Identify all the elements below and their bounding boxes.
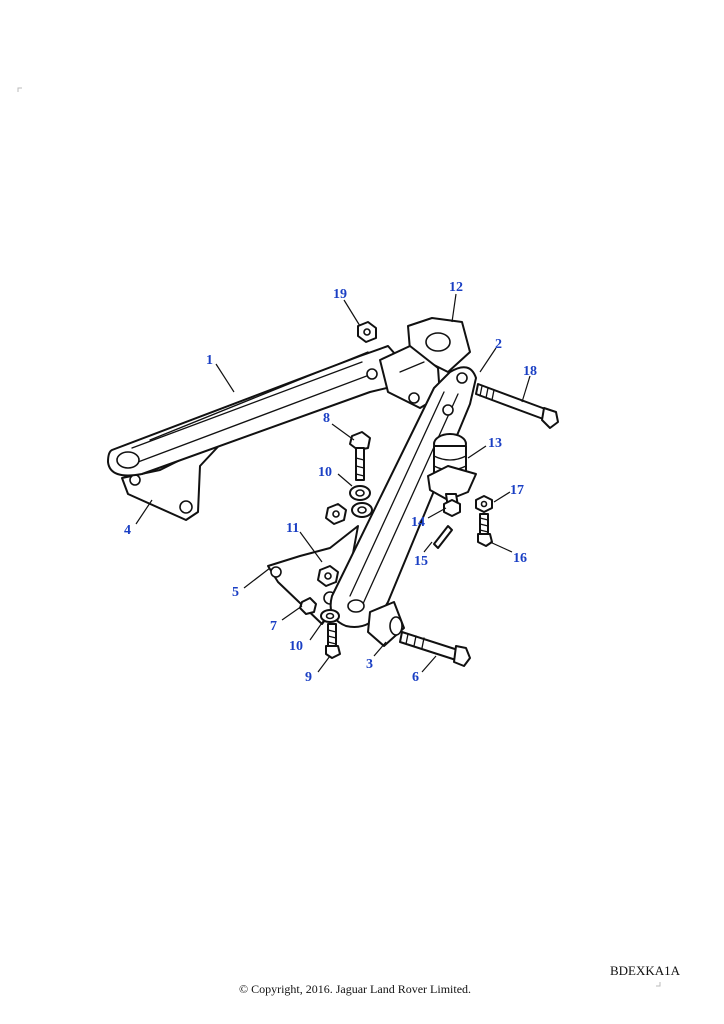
callout-10-upper: 10 [318, 465, 332, 480]
part-6-bolt [399, 631, 471, 667]
part-19-nut [357, 321, 377, 343]
part-10-washer [349, 485, 373, 518]
part-15-split-pin [433, 525, 453, 549]
callout-7: 7 [270, 619, 277, 634]
part-12-mount-block [379, 317, 471, 409]
callout-19: 19 [333, 287, 347, 302]
callout-11: 11 [286, 521, 299, 536]
part-13-ball-joint [427, 433, 477, 509]
corner-mark [17, 87, 22, 92]
corner-mark [656, 982, 661, 987]
callout-1: 1 [206, 353, 213, 368]
part-9-bolt [325, 623, 341, 659]
diagram-ref-code: BDEXKA1A [609, 963, 680, 978]
callout-12: 12 [449, 280, 463, 295]
callout-4: 4 [124, 523, 131, 538]
callout-17: 17 [510, 483, 524, 498]
part-3-bush [367, 601, 405, 647]
leader-lines [135, 293, 531, 673]
callout-2: 2 [495, 337, 502, 352]
part-14-nut [443, 499, 461, 517]
callout-16: 16 [513, 551, 527, 566]
callout-5: 5 [232, 585, 239, 600]
callout-15: 15 [414, 554, 428, 569]
part-17-nut [475, 495, 493, 513]
callout-3: 3 [366, 657, 373, 672]
callout-10-lower: 10 [289, 639, 303, 654]
part-10-washer [320, 609, 340, 623]
callout-labels: 1 2 3 4 5 6 7 8 9 10 10 11 12 13 14 15 1… [124, 280, 537, 685]
callout-18: 18 [523, 364, 537, 379]
part-18-bolt [475, 383, 559, 429]
part-11-nut [317, 503, 347, 587]
callout-8: 8 [323, 411, 330, 426]
callout-14: 14 [411, 515, 425, 530]
callout-9: 9 [305, 670, 312, 685]
copyright-notice: © Copyright, 2016. Jaguar Land Rover Lim… [238, 982, 472, 996]
callout-6: 6 [412, 670, 419, 685]
part-8-bolt [349, 431, 371, 481]
part-16-bolt [477, 513, 493, 547]
callout-13: 13 [488, 436, 502, 451]
